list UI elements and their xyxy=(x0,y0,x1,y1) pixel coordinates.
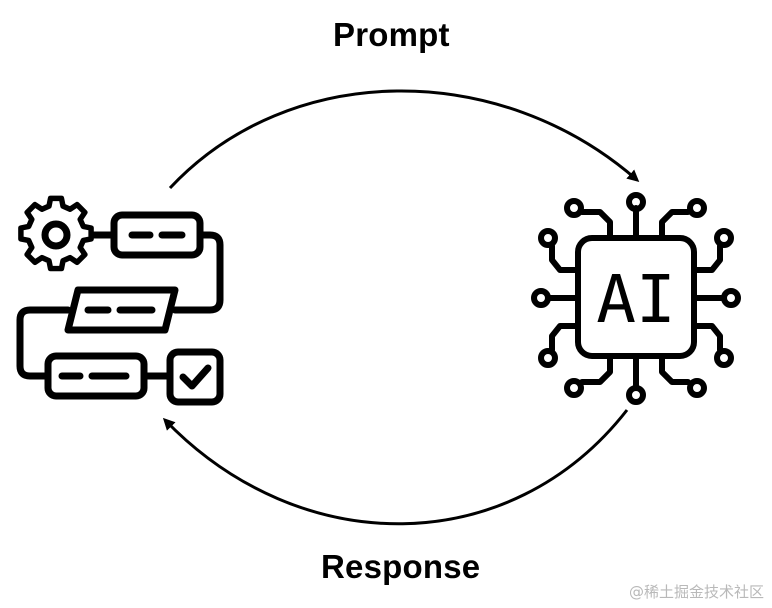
response-label: Response xyxy=(321,548,481,585)
prompt-arrow xyxy=(168,89,640,190)
watermark: @稀土掘金技术社区 xyxy=(628,583,764,601)
chip-label: AI xyxy=(596,261,675,338)
checkbox-icon xyxy=(166,348,224,406)
process-box-middle xyxy=(64,286,179,334)
workflow-icon xyxy=(16,195,224,406)
process-box-top xyxy=(110,211,204,259)
ai-chip-icon xyxy=(531,192,741,405)
prompt-label: Prompt xyxy=(333,16,450,53)
gear-icon xyxy=(18,195,94,272)
response-arrow xyxy=(162,409,629,526)
